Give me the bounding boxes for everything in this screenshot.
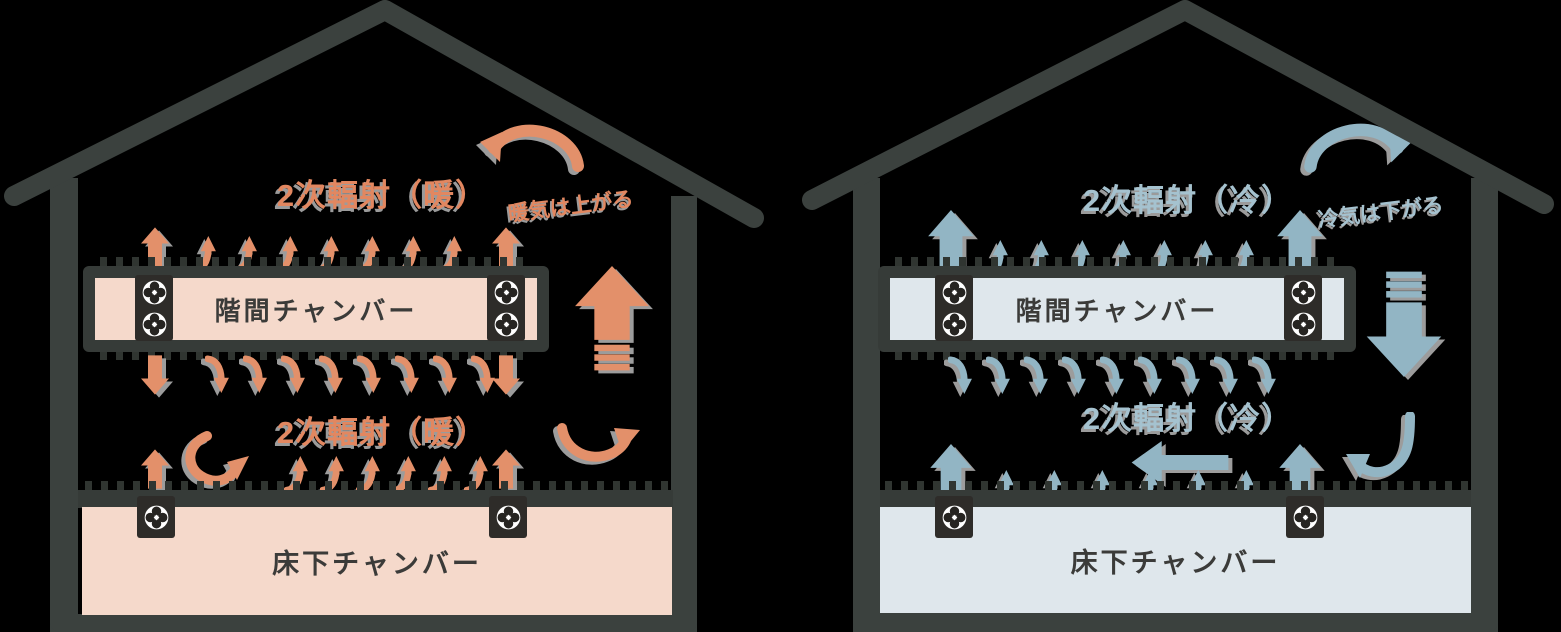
fan-unit <box>935 496 973 538</box>
fan-icon <box>493 502 524 533</box>
fan-icon <box>491 277 522 308</box>
joist-ticks <box>85 481 670 490</box>
fan-icon <box>139 309 170 340</box>
right-floor-chamber: 床下チャンバー <box>880 507 1471 613</box>
right-house-left-wall <box>853 178 880 632</box>
down-arrow-icon <box>141 354 169 396</box>
falling-air-arrow-icon <box>1176 356 1202 394</box>
fan-icon <box>1290 502 1321 533</box>
left-house-right-wall <box>671 196 697 632</box>
left-mid-chamber: 階間チャンバー <box>83 266 549 352</box>
left-house-left-wall <box>50 178 78 632</box>
fan-unit <box>487 275 525 341</box>
mid-chamber-label: 階間チャンバー <box>214 295 418 326</box>
falling-air-arrow-icon <box>1100 356 1126 394</box>
falling-air-row <box>205 355 497 393</box>
fan-icon <box>141 502 172 533</box>
joist-ticks <box>895 351 1335 360</box>
fan-icon <box>491 309 522 340</box>
left-1f-heading: 2次輻射（暖） <box>276 415 488 450</box>
falling-air-row <box>948 356 1278 394</box>
right-2f-heading: 2次輻射（冷） <box>1082 183 1294 218</box>
fan-unit <box>1284 275 1322 341</box>
cool-air-descends-note: 冷気は下がる <box>1316 193 1445 232</box>
fan-icon <box>139 277 170 308</box>
falling-air-arrow-icon <box>357 355 383 393</box>
fan-icon <box>939 277 970 308</box>
falling-air-arrow-icon <box>948 356 974 394</box>
left-floor-chamber: 床下チャンバー <box>82 507 672 615</box>
fan-unit <box>135 275 173 341</box>
falling-air-arrow-icon <box>319 355 345 393</box>
right-mid-chamber: 階間チャンバー <box>878 266 1356 352</box>
falling-air-arrow-icon <box>281 355 307 393</box>
left-2f-heading: 2次輻射（暖） <box>276 178 488 213</box>
joist-ticks <box>100 257 530 266</box>
joist-ticks <box>100 351 530 360</box>
warm-circulation-u-arrow-icon <box>556 422 644 472</box>
fan-icon <box>939 309 970 340</box>
left-house-foundation <box>50 614 697 632</box>
cool-airflow-down-arrow-icon <box>1366 270 1442 377</box>
fan-icon <box>939 502 970 533</box>
falling-air-arrow-icon <box>1062 356 1088 394</box>
right-house-foundation <box>853 613 1498 632</box>
falling-air-arrow-icon <box>1214 356 1240 394</box>
falling-air-arrow-icon <box>986 356 1012 394</box>
falling-air-arrow-icon <box>205 355 231 393</box>
cool-circulation-arrow-icon <box>1298 112 1414 192</box>
fan-unit <box>137 496 175 538</box>
warm-circulation-arrow-icon <box>478 114 590 190</box>
falling-air-arrow-icon <box>1024 356 1050 394</box>
falling-air-arrow-icon <box>395 355 421 393</box>
joist-ticks <box>885 481 1470 490</box>
joist-ticks <box>895 257 1335 266</box>
fan-unit <box>489 496 527 538</box>
falling-air-arrow-icon <box>1138 356 1164 394</box>
fan-unit <box>1286 496 1324 538</box>
mid-chamber-label: 階間チャンバー <box>1015 295 1219 326</box>
right-1f-heading: 2次輻射（冷） <box>1082 401 1294 436</box>
falling-air-arrow-icon <box>433 355 459 393</box>
fan-icon <box>1288 277 1319 308</box>
warm-airflow-up-arrow-icon <box>574 266 650 372</box>
falling-air-arrow-icon <box>1252 356 1278 394</box>
floor-chamber-label: 床下チャンバー <box>1070 547 1281 578</box>
fan-unit <box>935 275 973 341</box>
falling-air-arrow-icon <box>243 355 269 393</box>
right-house-right-wall <box>1471 178 1498 632</box>
falling-air-arrow-icon <box>471 355 497 393</box>
floor-chamber-label: 床下チャンバー <box>272 548 482 579</box>
fan-icon <box>1288 309 1319 340</box>
